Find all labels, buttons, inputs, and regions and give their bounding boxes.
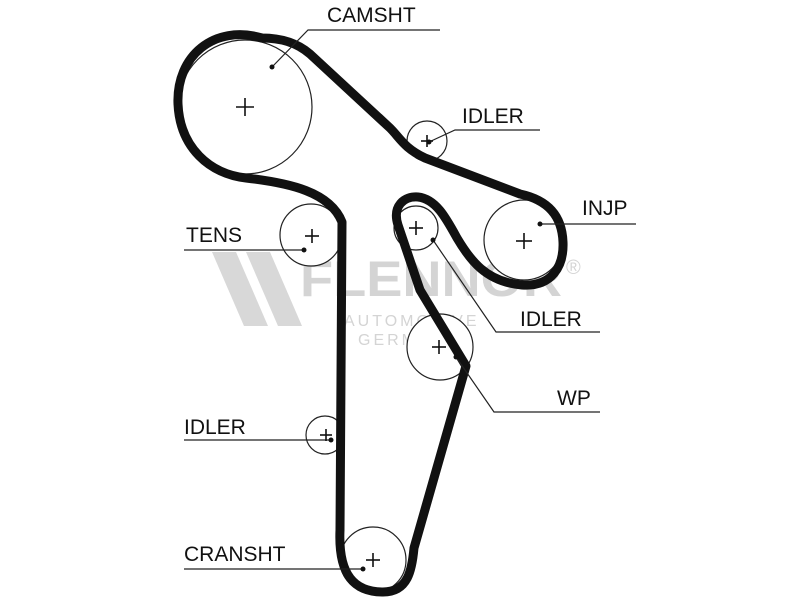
watermark-registered: ® [566, 257, 581, 279]
label-injection-pump: INJP [582, 197, 628, 220]
plus-icon [409, 221, 423, 235]
flennor-logo-icon [212, 252, 302, 326]
leader-camshaft [271, 29, 440, 68]
plus-icon [320, 429, 332, 441]
label-idler-middle: IDLER [520, 308, 582, 331]
leader-idler-top [428, 129, 540, 143]
plus-icon [421, 135, 433, 147]
plus-icon [366, 553, 380, 567]
label-crankshaft: CRANSHT [184, 543, 286, 566]
leader-lines [184, 29, 636, 570]
labels: CAMSHT IDLER INJP TENS IDLER WP IDLER CR… [184, 4, 628, 566]
dot-crankshaft [360, 566, 366, 572]
label-idler-lower: IDLER [184, 416, 246, 439]
plus-icon [305, 229, 319, 243]
plus-icon [236, 98, 254, 116]
plus-icon [432, 340, 446, 354]
label-camshaft: CAMSHT [327, 4, 416, 27]
leader-water-pump [455, 356, 600, 413]
leader-idler-middle [432, 239, 600, 333]
dot-idler-lower [328, 437, 334, 443]
dot-camshaft [269, 64, 275, 70]
dot-tensioner [301, 247, 307, 253]
label-idler-top: IDLER [462, 105, 524, 128]
plus-icon [516, 233, 532, 249]
dot-idler-middle [430, 237, 436, 243]
dot-injection-pump [537, 221, 543, 227]
pulley-centers [236, 98, 532, 567]
belt-outer-loop [173, 30, 568, 597]
dot-water-pump [453, 354, 459, 360]
timing-belt [173, 30, 568, 597]
label-water-pump: WP [557, 387, 591, 410]
label-tensioner: TENS [186, 224, 242, 247]
